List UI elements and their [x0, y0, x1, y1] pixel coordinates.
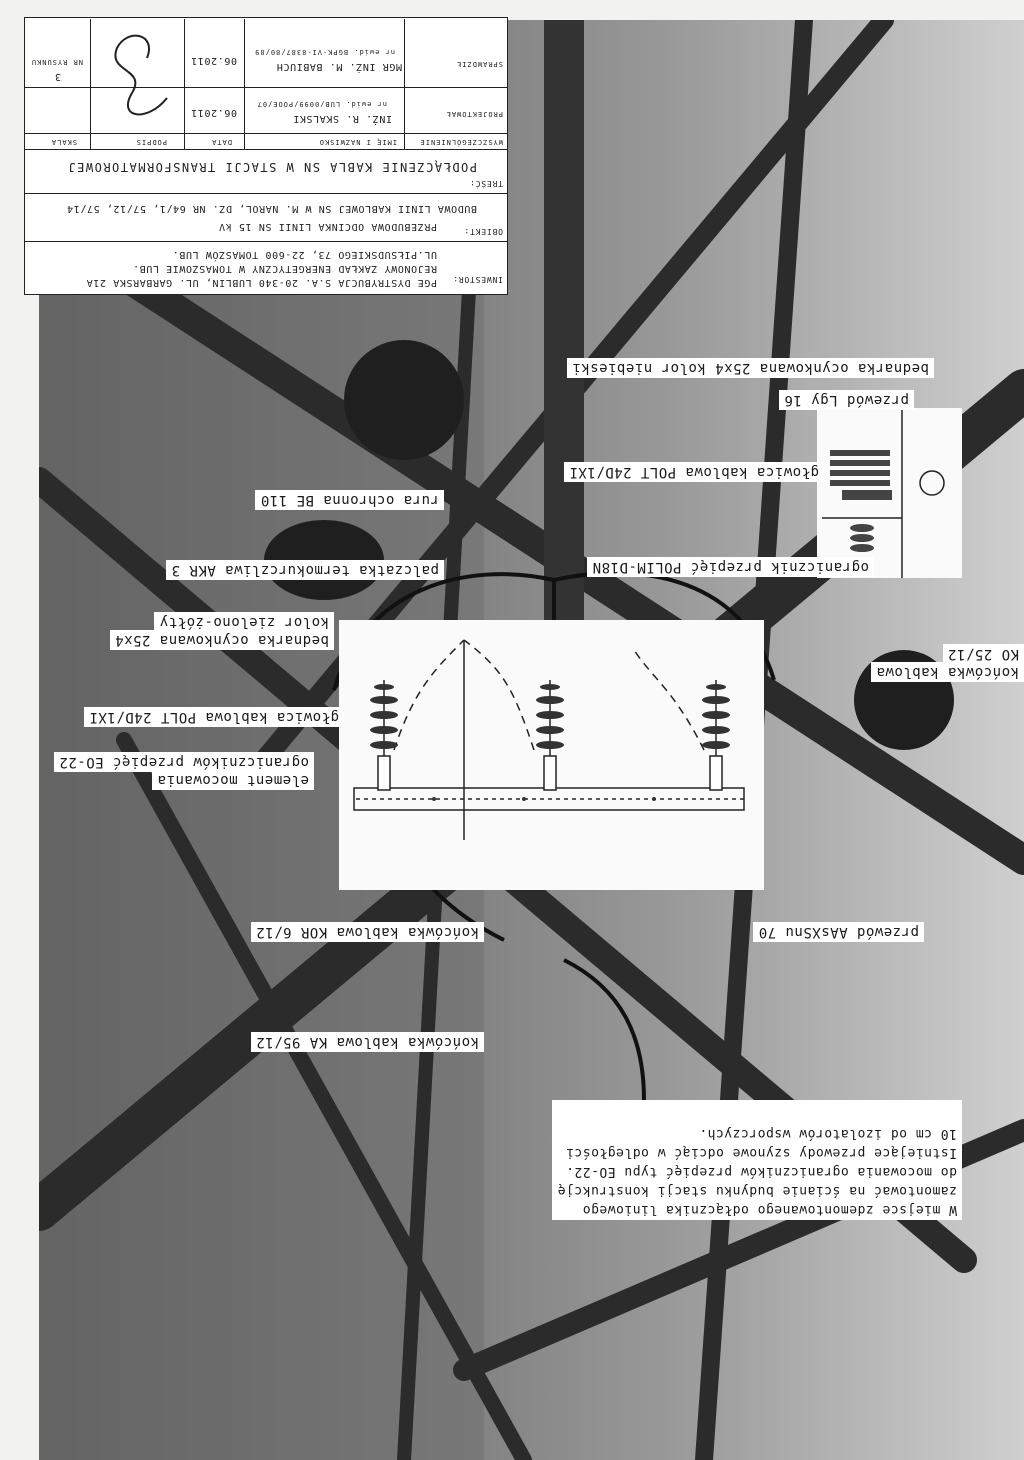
- tb-row-divider: [25, 193, 507, 194]
- tb-sprawdzil-nr: nr ewid. BGPK-VI-8387/80/89: [254, 48, 395, 56]
- tb-obiekt-key: OBIEKT:: [463, 227, 503, 236]
- label-palczatka: palczatka termokurczliwa AKR 3: [166, 560, 444, 580]
- tb-inwestor-2: REJONOWY ZAKŁAD ENERGETYCZNY W TOMASZOWI…: [132, 263, 437, 274]
- tb-tresc-key: TREŚĆ:: [469, 179, 503, 188]
- tb-inwestor-key: INWESTOR:: [452, 275, 503, 284]
- label-bednarka-green-2: kolor zielono-żółty: [154, 612, 334, 632]
- tb-projektowal-date: 06.2011: [190, 107, 237, 118]
- tb-projektowal: PROJEKTOWAŁ: [445, 110, 503, 118]
- note-line-2: zamontować na ścianie budynku stacji kon…: [557, 1183, 957, 1198]
- label-koncowka-kor: końcówka kablowa KOR 6/12: [250, 922, 484, 942]
- tb-projektowal-nr: nr ewid. LUB/0099/POOE/07: [256, 100, 387, 108]
- label-rura: rura ochronna BE 110: [255, 490, 444, 510]
- arrester-svg: [822, 408, 945, 578]
- label-glowica-top: głowica kablowa POLT 24D/1XI: [563, 462, 824, 482]
- tb-h-data: DATA: [211, 138, 232, 146]
- tb-col-divider: [404, 19, 405, 150]
- tb-nr-rysunku-label: NR RYSUNKU: [30, 58, 83, 66]
- note-line-5: 10 cm od izolatorów wsporczych.: [698, 1126, 957, 1141]
- tb-inwestor-3: UL.PIŁSUDSKIEGO 73, 22-600 TOMASZÓW LUB.: [172, 249, 437, 260]
- arrester-drawing: [817, 408, 962, 578]
- label-element-2: ograniczników przepięć EO-22: [53, 752, 314, 772]
- tb-h-skala: SKALA: [50, 138, 77, 146]
- title-block: INWESTOR: PGE DYSTRYBUCJA S.A. 20-340 LU…: [24, 17, 508, 295]
- label-bednarka-green-1: bednarka ocynkowana 25x4: [109, 630, 334, 650]
- tb-row-divider: [25, 149, 507, 150]
- tb-row-divider: [25, 133, 507, 134]
- tb-row-divider: [25, 241, 507, 242]
- tb-col-divider: [184, 19, 185, 150]
- note-line-1: W miejsce zdemontowanego odłącznika lini…: [582, 1202, 957, 1217]
- note-line-4: Istniejące przewody szynowe odciąć w odl…: [565, 1145, 957, 1160]
- tb-sprawdzil-date: 06.2011: [190, 55, 237, 66]
- tb-col-divider: [244, 19, 245, 150]
- label-koncowka-ko-1: końcówka kablowa: [871, 662, 1024, 682]
- tb-projektowal-name: INŻ. R. SKALSKI: [292, 113, 392, 124]
- tb-nr-rysunku: 3: [54, 71, 61, 82]
- tb-sprawdzil-name: MGR INŻ. M. BABIUCH: [276, 61, 402, 72]
- note-line-3: do mocowania ograniczników przepięć typu…: [565, 1164, 957, 1179]
- tb-h-wyszczegolnienie: WYSZCZEGÓLNIENIE: [419, 138, 503, 146]
- label-przewod-asx: przewód AAsXSnu 70: [753, 922, 924, 942]
- label-bednarka-blue: bednarka ocynkowana 25x4 kolor niebieski: [566, 358, 934, 378]
- tb-col-divider: [90, 19, 91, 150]
- label-przewod-lgy: przewód Lgy 16: [778, 390, 914, 410]
- tb-h-imie: IMIĘ I NAZWISKO: [318, 138, 397, 146]
- label-koncowka-ka: końcówka kablowa KA 95/12: [250, 1032, 484, 1052]
- note-text: W miejsce zdemontowanego odłącznika lini…: [552, 1100, 962, 1220]
- tb-h-podpis: PODPIS: [135, 138, 167, 146]
- tb-obiekt-2: BUDOWA LINII KABLOWEJ SN W M. NAROL, DZ.…: [66, 203, 477, 214]
- tb-inwestor-1: PGE DYSTRYBUCJA S.A. 20-340 LUBLIN, UL. …: [86, 277, 437, 288]
- label-koncowka-ko-2: KO 25/12: [942, 644, 1024, 664]
- tb-tresc: PODŁĄCZENIE KABLA SN W STACJI TRANSFORMA…: [66, 160, 477, 174]
- signature-mark: [114, 34, 168, 116]
- label-glowica-mid: głowica kablowa POLT 24D/1XI: [83, 707, 344, 727]
- label-element-1: element mocowania: [152, 770, 314, 790]
- bracket-drawing: [339, 620, 764, 890]
- label-ogranicznik-polim: ogranicznik przepięć POLIM-D18N: [587, 557, 874, 577]
- tb-obiekt-1: PRZEBUDOWA ODCINKA LINII SN 15 kV: [218, 221, 437, 232]
- bracket-svg: [353, 639, 745, 840]
- tb-sprawdzil: SPRAWDZIŁ: [456, 60, 503, 68]
